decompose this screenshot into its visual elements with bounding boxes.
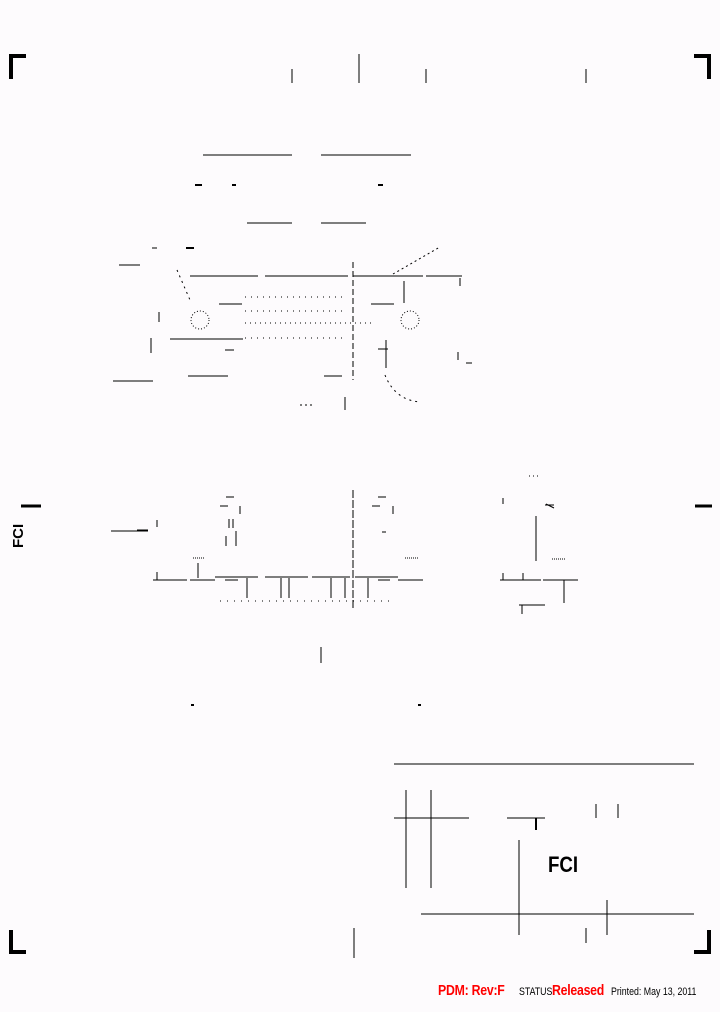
printed-date: Printed: May 13, 2011 [611, 986, 697, 998]
fci-side-logo-icon: FCI [10, 523, 27, 548]
fci-logo-icon: FCI [548, 852, 579, 877]
registration-corner-icon [9, 54, 711, 954]
status-badge: Released [552, 982, 605, 999]
status-footer: PDM: Rev:F STATUS: Released Printed: May… [0, 982, 720, 1002]
status-label: STATUS: [519, 986, 555, 998]
pdm-revision: PDM: Rev:F [438, 982, 505, 999]
